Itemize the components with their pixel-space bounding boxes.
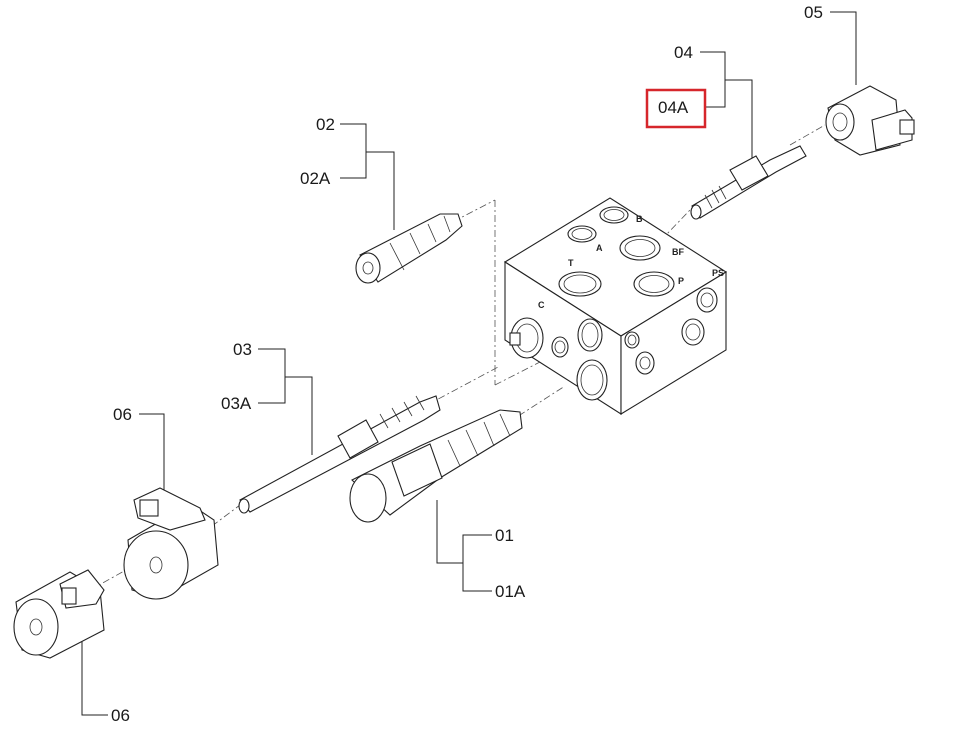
port-bf-label: BF bbox=[672, 247, 684, 257]
label-06-upper: 06 bbox=[113, 405, 132, 424]
valve-block: B A BF T P PS C bbox=[503, 197, 728, 416]
label-01a: 01A bbox=[495, 582, 526, 601]
label-02a: 02A bbox=[300, 169, 331, 188]
part-05-coil bbox=[825, 85, 915, 156]
port-t-label: T bbox=[568, 258, 574, 268]
port-a-label: A bbox=[596, 243, 603, 253]
label-04: 04 bbox=[674, 43, 693, 62]
label-06-lower: 06 bbox=[111, 706, 130, 725]
part-06-coil-upper bbox=[123, 487, 219, 600]
label-03: 03 bbox=[233, 340, 252, 359]
callout-labels: 05 04 04A 02 02A 03 03A 06 06 01 01A bbox=[111, 3, 823, 725]
part-03-spool bbox=[238, 395, 441, 514]
label-03a: 03A bbox=[221, 394, 252, 413]
label-04a: 04A bbox=[658, 98, 689, 117]
label-02: 02 bbox=[316, 115, 335, 134]
port-ps-label: PS bbox=[712, 268, 724, 278]
port-b-label: B bbox=[636, 214, 643, 224]
port-p-label: P bbox=[678, 276, 684, 286]
part-01-cartridge bbox=[349, 409, 523, 523]
part-06-connector-lower bbox=[13, 569, 105, 659]
leader-lines bbox=[81, 11, 857, 716]
label-05: 05 bbox=[804, 3, 823, 22]
highlight-box-04a bbox=[645, 88, 707, 129]
label-01: 01 bbox=[495, 526, 514, 545]
part-04-cartridge bbox=[690, 145, 807, 220]
part-02-cartridge bbox=[355, 213, 463, 284]
port-c-label: C bbox=[538, 300, 545, 310]
